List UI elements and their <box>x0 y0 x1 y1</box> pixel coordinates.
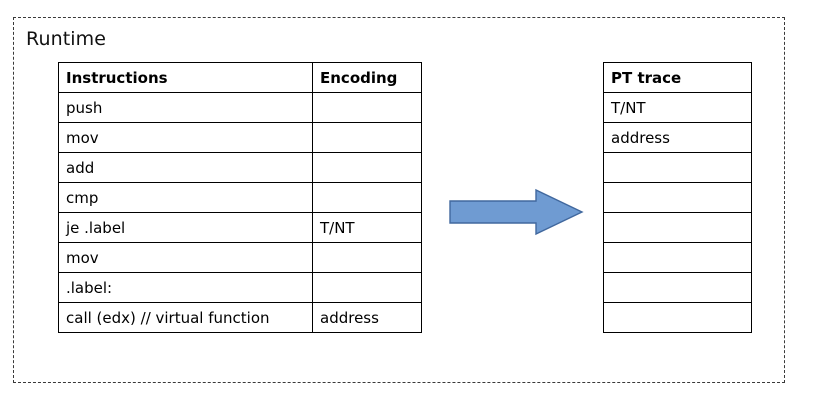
table-row: call (edx) // virtual function address <box>58 302 422 333</box>
encoding-cell <box>312 92 422 123</box>
right-arrow-icon <box>448 188 584 236</box>
table-row <box>603 272 752 303</box>
pt-trace-cell <box>603 242 752 273</box>
column-header-pt-trace: PT trace <box>603 62 752 93</box>
instruction-cell: mov <box>58 122 313 153</box>
table-row: T/NT <box>603 92 752 123</box>
table-header-row: PT trace <box>603 62 752 93</box>
table-header-row: Instructions Encoding <box>58 62 422 93</box>
table-row: add <box>58 152 422 183</box>
column-header-encoding: Encoding <box>312 62 422 93</box>
instruction-cell: call (edx) // virtual function <box>58 302 313 333</box>
runtime-container: Runtime Instructions Encoding push mov a… <box>13 17 785 383</box>
pt-trace-cell <box>603 302 752 333</box>
table-row <box>603 302 752 333</box>
table-row: push <box>58 92 422 123</box>
pt-trace-table: PT trace T/NT address <box>603 62 752 333</box>
encoding-cell <box>312 242 422 273</box>
pt-trace-cell: T/NT <box>603 92 752 123</box>
pt-trace-cell: address <box>603 122 752 153</box>
instructions-table: Instructions Encoding push mov add cmp <box>58 62 422 333</box>
pt-trace-cell <box>603 152 752 183</box>
instruction-cell: je .label <box>58 212 313 243</box>
runtime-label: Runtime <box>26 28 107 50</box>
table-row <box>603 182 752 213</box>
table-row: mov <box>58 242 422 273</box>
encoding-cell <box>312 152 422 183</box>
encoding-cell <box>312 122 422 153</box>
pt-trace-cell <box>603 212 752 243</box>
encoding-cell: T/NT <box>312 212 422 243</box>
pt-trace-cell <box>603 182 752 213</box>
table-row <box>603 152 752 183</box>
encoding-cell <box>312 182 422 213</box>
encoding-cell <box>312 272 422 303</box>
table-row: address <box>603 122 752 153</box>
pt-trace-cell <box>603 272 752 303</box>
table-row: je .label T/NT <box>58 212 422 243</box>
column-header-instructions: Instructions <box>58 62 313 93</box>
table-row <box>603 242 752 273</box>
instruction-cell: cmp <box>58 182 313 213</box>
encoding-cell: address <box>312 302 422 333</box>
table-row: .label: <box>58 272 422 303</box>
instruction-cell: .label: <box>58 272 313 303</box>
table-row: cmp <box>58 182 422 213</box>
table-row <box>603 212 752 243</box>
instruction-cell: add <box>58 152 313 183</box>
table-row: mov <box>58 122 422 153</box>
instruction-cell: mov <box>58 242 313 273</box>
instruction-cell: push <box>58 92 313 123</box>
